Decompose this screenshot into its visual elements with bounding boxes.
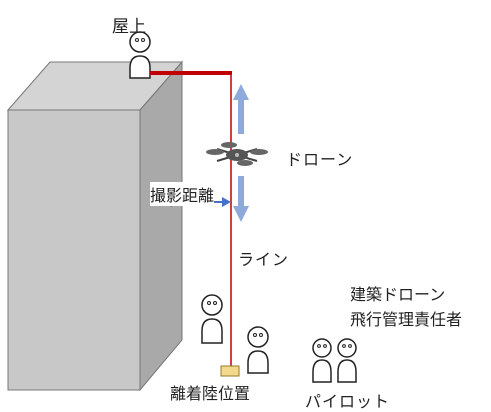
building [6, 60, 184, 392]
person-icon [129, 31, 151, 79]
descend-arrow [233, 176, 249, 222]
line-label: ライン [238, 250, 290, 269]
person-icon [337, 338, 357, 383]
pilot-label: パイロット [305, 392, 391, 411]
drone-label: ドローン [286, 150, 354, 169]
building-side-face [139, 60, 183, 392]
person-icon [201, 294, 223, 344]
person-icon [312, 338, 332, 383]
landing-pad-icon [220, 365, 240, 377]
manager-label-line2: 飛行管理責任者 [350, 310, 463, 329]
person-icon [247, 326, 269, 374]
landing-position-label: 離着陸位置 [170, 384, 251, 403]
shooting-distance-label: 撮影距離 [150, 182, 215, 206]
building-front-face [7, 109, 141, 391]
manager-label-line1: 建築ドローン [350, 285, 446, 304]
ascend-arrow [233, 84, 249, 134]
roof-label: 屋上 [112, 17, 146, 37]
drone-icon [206, 142, 268, 166]
rope-horizontal [150, 71, 232, 75]
manager-label: 建築ドローン 飛行管理責任者 [350, 282, 462, 332]
